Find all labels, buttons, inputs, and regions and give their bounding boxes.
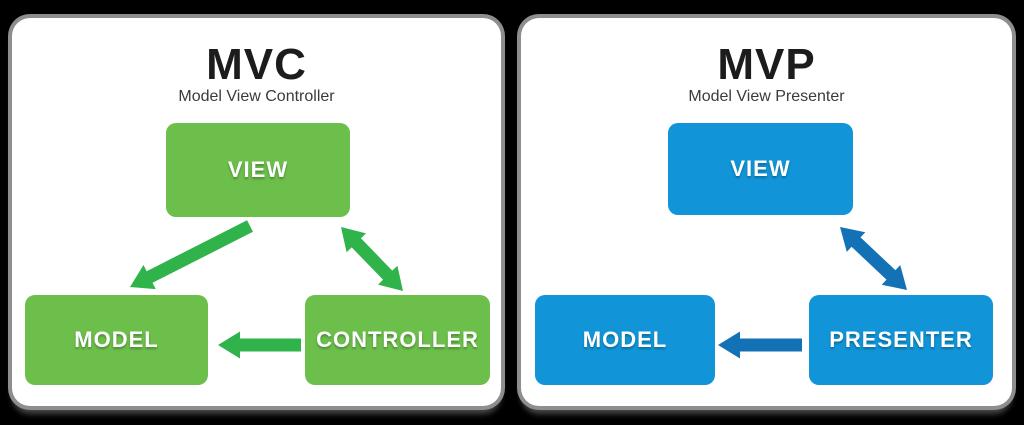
arrowhead-view-controller (377, 265, 403, 291)
arrowhead-view-controller (341, 227, 367, 253)
node-model: MODEL (535, 295, 715, 385)
node-model: MODEL (25, 295, 208, 385)
node-presenter: PRESENTER (809, 295, 993, 385)
arrowhead-view-model (130, 264, 156, 290)
panel-subtitle-mvc: Model View Controller (178, 88, 335, 105)
panel-subtitle-mvp: Model View Presenter (688, 88, 845, 105)
panel-mvp: MVP Model View Presenter VIEW MODEL PRES… (521, 18, 1012, 406)
panel-mvc: MVC Model View Controller VIEW MODEL CON… (12, 18, 501, 406)
arrowhead-controller-model (218, 331, 240, 359)
arrow-shaft-view-controller (349, 236, 395, 282)
arrowhead-view-presenter (881, 265, 907, 290)
panel-title-mvp: MVP (717, 40, 816, 89)
node-controller: CONTROLLER (305, 295, 490, 385)
arrowhead-presenter-model (718, 331, 740, 359)
arrowhead-view-presenter (840, 227, 866, 252)
node-view: VIEW (166, 123, 350, 217)
node-view: VIEW (668, 123, 853, 215)
arrow-shaft-view-presenter (849, 235, 898, 282)
panel-title-mvc: MVC (206, 40, 307, 89)
arrow-shaft-view-model (143, 220, 253, 285)
